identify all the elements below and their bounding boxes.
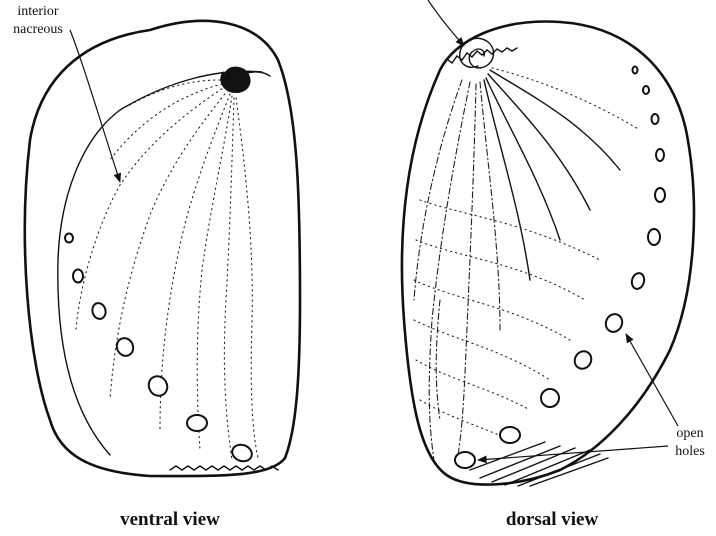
dorsal-hole xyxy=(630,272,646,291)
ventral-hole xyxy=(187,415,207,431)
dorsal-radial-ridges xyxy=(414,68,640,460)
ventral-holes xyxy=(65,234,254,464)
dorsal-hole xyxy=(500,427,520,443)
dorsal-view-caption: dorsal view xyxy=(506,509,599,530)
dorsal-hole xyxy=(656,149,664,161)
ventral-hole xyxy=(230,442,254,464)
interior-label-line1: interior xyxy=(17,4,59,19)
dorsal-hole xyxy=(603,311,625,334)
dorsal-hole xyxy=(455,452,475,468)
dorsal-hole xyxy=(655,188,665,202)
ventral-hole xyxy=(91,302,108,321)
dorsal-view-shell xyxy=(402,22,694,486)
dorsal-growth-lines xyxy=(414,200,600,440)
ventral-hole xyxy=(73,270,83,283)
dorsal-shell-outline xyxy=(402,22,694,485)
dorsal-hole xyxy=(643,86,649,94)
dorsal-hole xyxy=(633,67,638,74)
open-holes-label-line1: open xyxy=(676,426,703,441)
apex-arrow xyxy=(428,0,464,46)
interior-label-line2: nacreous xyxy=(13,22,63,37)
open-holes-label-line2: holes xyxy=(675,444,705,459)
ventral-view-shell xyxy=(25,21,300,476)
dorsal-hole xyxy=(541,389,559,407)
dorsal-hole xyxy=(648,229,660,245)
dorsal-bottom-hatching xyxy=(470,442,608,486)
ventral-growth-lines xyxy=(76,80,258,460)
dorsal-hole xyxy=(572,348,595,372)
ventral-view-caption: ventral view xyxy=(120,509,220,530)
ventral-hole xyxy=(145,373,171,399)
dorsal-spiral-apex xyxy=(460,38,494,68)
dorsal-hole xyxy=(652,114,659,124)
ventral-spiral-apex xyxy=(221,68,270,92)
interior-nacreous-arrow xyxy=(70,30,120,182)
ventral-hole xyxy=(65,234,73,243)
